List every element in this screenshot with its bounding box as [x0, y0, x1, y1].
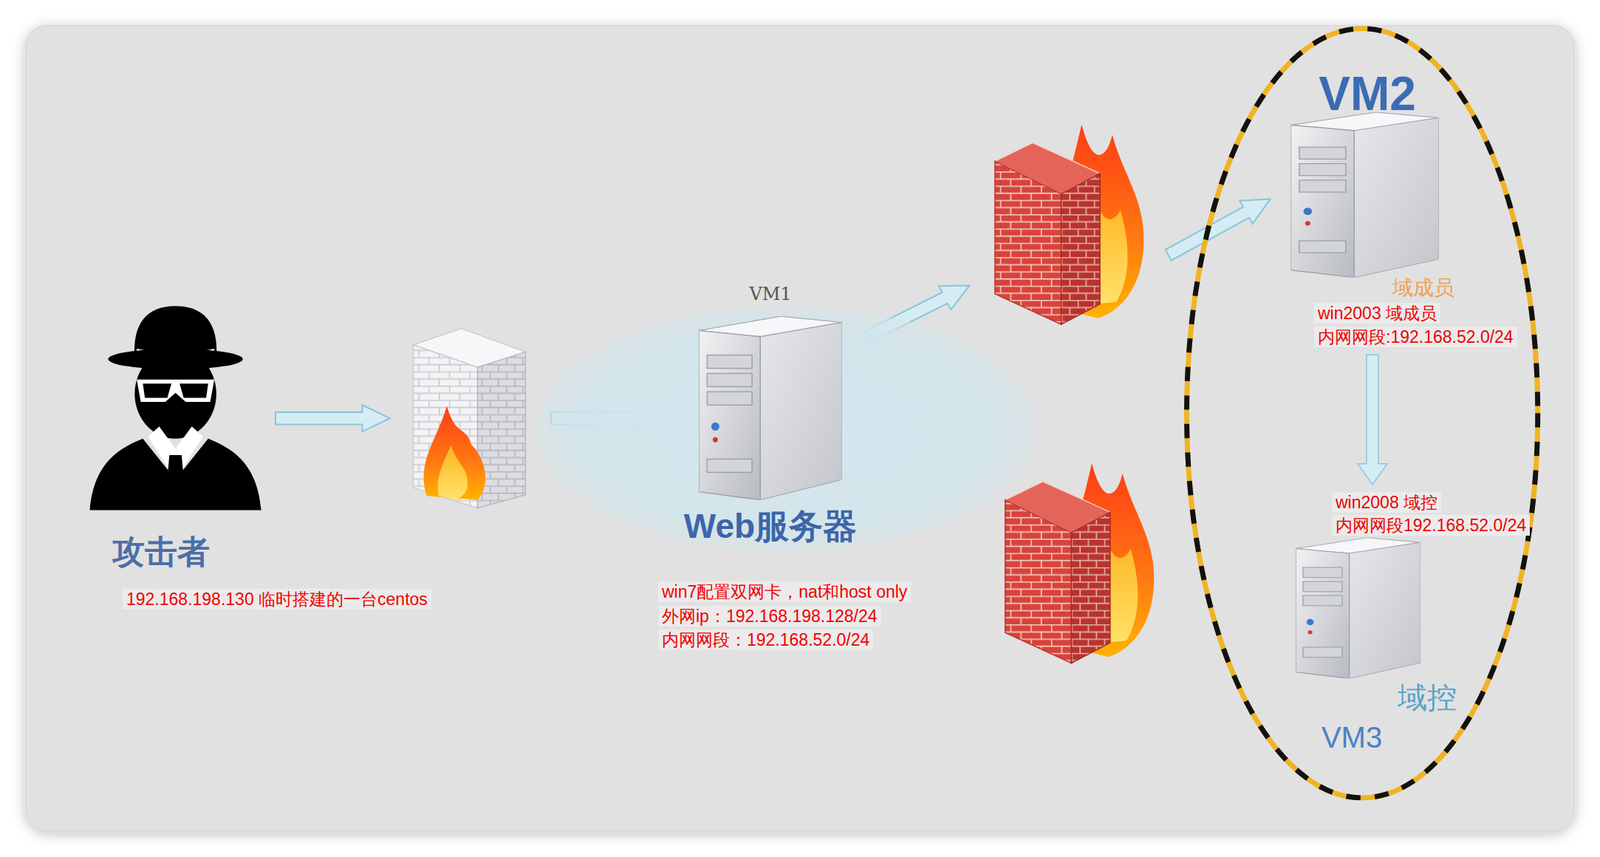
- firewall-inner-top: [1061, 173, 1100, 325]
- firewall-outer: [424, 406, 486, 501]
- firewall-inner-bottom: [1005, 500, 1072, 664]
- domain-controller-server: win2008 域控内网网段192.168.52.0/24 域控 VM3: [1317, 487, 1535, 759]
- role-label: 攻击者: [112, 533, 210, 572]
- firewall-inner-top: [995, 124, 1145, 325]
- host-note: win2008 域控: [1331, 491, 1442, 513]
- firewall-inner-bottom: [1071, 511, 1110, 663]
- vm-label: VM2: [1318, 67, 1417, 122]
- attacker-node: 攻击者 192.168.198.130 临时搭建的一台centos: [107, 528, 436, 615]
- role-label: Web服务器: [684, 506, 857, 546]
- attacker-figure: [142, 383, 208, 398]
- domain-boundary: [1187, 28, 1538, 798]
- vm-label: VM3: [1321, 720, 1383, 755]
- attacker-figure: [136, 379, 215, 402]
- server-icon: [1290, 112, 1439, 278]
- server-icon: [1295, 537, 1421, 679]
- panel: [25, 25, 1575, 832]
- host-note: 内网网段：192.168.52.0/24: [658, 629, 874, 651]
- web-server-zone: VM1Web服务器win7配置双网卡，nat和host only外网ip：192…: [536, 305, 1036, 552]
- role-label: 域成员: [1392, 276, 1455, 300]
- panel: [25, 25, 1575, 832]
- firewall-inner-bottom: [1005, 463, 1155, 664]
- host-note: 外网ip：192.168.198.128/24: [658, 605, 882, 627]
- server-icon: [698, 112, 1439, 679]
- firewall-outer: [438, 444, 468, 501]
- host-note: win2003 域成员: [1314, 302, 1441, 324]
- host-note: 内网网段192.168.52.0/24: [1331, 514, 1530, 536]
- attacker-figure: [166, 455, 185, 503]
- vm-label: VM1: [749, 284, 792, 306]
- attacker-figure: [107, 348, 243, 370]
- firewall-outer: [412, 328, 526, 509]
- domain-boundary: [1187, 28, 1538, 798]
- flow-arrow: [1161, 187, 1277, 267]
- role-label: 域控: [1397, 680, 1457, 715]
- server-icon: [698, 316, 842, 501]
- zone-ellipse: [536, 305, 1036, 552]
- attacker-figure: [90, 305, 262, 510]
- host-note: 内网网段:192.168.52.0/24: [1314, 326, 1518, 348]
- domain-member-server: VM2 域成员win2003 域成员内网网段:192.168.52.0/24: [1309, 62, 1522, 352]
- flow-arrow: [275, 404, 391, 432]
- domain-boundary: [1187, 28, 1538, 798]
- host-note: win7配置双网卡，nat和host only: [658, 581, 911, 603]
- flow-arrow: [1357, 354, 1388, 485]
- host-note: 192.168.198.130 临时搭建的一台centos: [122, 588, 432, 610]
- firewall-inner-top: [995, 161, 1062, 325]
